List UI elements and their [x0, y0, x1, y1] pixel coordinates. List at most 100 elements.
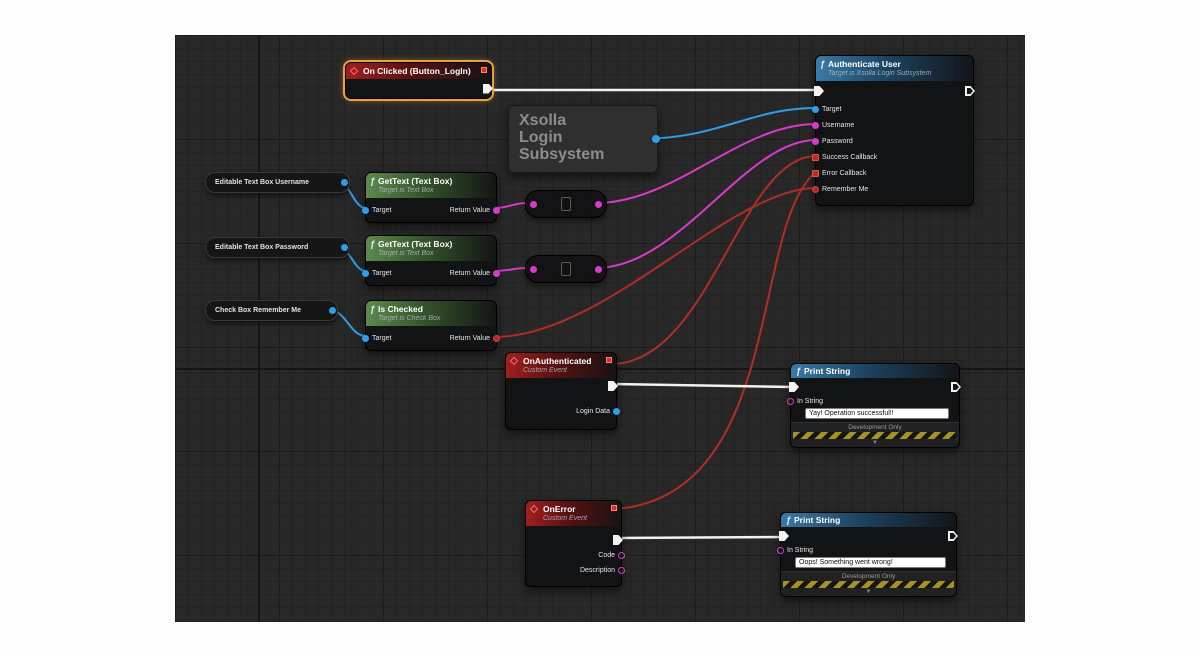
delegate-pin[interactable] — [481, 67, 487, 73]
xsolla-login-subsystem-node[interactable]: Xsolla Login Subsystem — [508, 105, 660, 173]
exec-in-pin[interactable] — [789, 382, 799, 392]
target-pin[interactable] — [362, 206, 369, 214]
convert-icon — [561, 197, 571, 211]
login-data-pin[interactable] — [613, 408, 620, 415]
gettext-username-node[interactable]: ƒ GetText (Text Box) Target is Text Box … — [362, 172, 500, 223]
editable-textbox-password-pill[interactable]: Editable Text Box Password — [205, 237, 350, 258]
wire-exec-onauthenticated-to-print — [610, 382, 794, 389]
node-title: GetText (Text Box) — [378, 176, 453, 186]
pin-label: Target — [372, 269, 392, 277]
exec-out-pin[interactable] — [965, 86, 975, 96]
hazard-stripes — [793, 432, 957, 439]
function-icon: ƒ — [796, 366, 802, 376]
event-icon — [349, 66, 359, 76]
in-string-value[interactable]: Yay! Operation successful!! — [805, 408, 949, 419]
collapse-arrow-icon[interactable]: ▼ — [872, 440, 878, 446]
node-subtitle: Custom Event — [523, 367, 567, 374]
node-header: ƒ GetText (Text Box) Target is Text Box — [366, 236, 496, 261]
pin-label: Description — [579, 567, 615, 574]
exec-out-pin[interactable] — [483, 83, 493, 94]
return-value-pin[interactable] — [493, 206, 500, 214]
subsystem-output-pin[interactable] — [652, 135, 660, 143]
gettext-password-node[interactable]: ƒ GetText (Text Box) Target is Text Box … — [362, 235, 500, 286]
development-only-section: Development Only ▼ — [791, 422, 959, 447]
function-icon: ƒ — [370, 239, 376, 249]
return-value-pin[interactable] — [493, 334, 500, 342]
is-checked-node[interactable]: ƒ Is Checked Target is Check Box Target … — [362, 300, 500, 351]
function-icon: ƒ — [786, 515, 792, 525]
node-title: Authenticate User — [828, 59, 901, 69]
authenticate-user-node[interactable]: ƒ Authenticate User Target is Xsolla Log… — [812, 55, 975, 206]
output-pin[interactable] — [341, 179, 348, 186]
exec-out-pin[interactable] — [951, 382, 961, 392]
text-to-string-conversion-node[interactable] — [525, 255, 607, 283]
pin-label: In String — [797, 398, 824, 405]
username-pin[interactable] — [812, 121, 819, 129]
delegate-pin[interactable] — [611, 505, 617, 511]
exec-out-pin[interactable] — [948, 531, 958, 541]
in-string-value[interactable]: Oops! Something went wrong! — [795, 557, 946, 568]
delegate-pin[interactable] — [606, 357, 612, 363]
checkbox-remember-me-pill[interactable]: Check Box Remember Me — [205, 300, 338, 321]
password-pin[interactable] — [812, 137, 819, 145]
wire-onauthenticated-to-success-callback — [610, 155, 817, 365]
description-pin[interactable] — [618, 567, 625, 574]
node-title: Is Checked — [378, 304, 423, 314]
function-icon: ƒ — [370, 176, 376, 186]
target-pin[interactable] — [362, 269, 369, 277]
error-callback-pin[interactable] — [812, 169, 819, 177]
target-pin[interactable] — [362, 334, 369, 342]
pin-label: Error Callback — [822, 169, 867, 177]
print-string-error-node[interactable]: ƒ Print String In String Oops! Something… — [777, 512, 958, 597]
node-title: On Clicked (Button_LogIn) — [363, 66, 471, 76]
in-string-pin[interactable] — [777, 547, 784, 554]
pin-label: Username — [822, 121, 855, 129]
target-pin[interactable] — [812, 105, 819, 113]
success-callback-pin[interactable] — [812, 153, 819, 161]
blueprint-graph-canvas[interactable]: On Clicked (Button_LogIn) Xsolla Login S… — [175, 35, 1025, 622]
node-subtitle: Custom Event — [543, 515, 587, 522]
node-title: Print String — [794, 515, 841, 525]
grid-origin-vertical — [258, 35, 260, 622]
exec-in-pin[interactable] — [814, 86, 824, 96]
pin-label: Password — [822, 137, 853, 145]
collapse-arrow-icon[interactable]: ▼ — [865, 589, 872, 595]
wire-onerror-to-error-callback — [615, 171, 817, 510]
hazard-stripes — [783, 581, 954, 588]
output-pin[interactable] — [341, 244, 348, 251]
print-string-success-node[interactable]: ƒ Print String In String Yay! Operation … — [787, 363, 961, 448]
conversion-in-pin[interactable] — [530, 200, 537, 208]
pill-label: Editable Text Box Password — [215, 244, 309, 251]
convert-icon — [561, 262, 571, 276]
conversion-in-pin[interactable] — [530, 265, 537, 273]
exec-out-pin[interactable] — [608, 381, 618, 391]
subsystem-text-line: Subsystem — [519, 146, 605, 163]
node-header: ƒ Print String — [791, 364, 959, 378]
code-pin[interactable] — [618, 552, 625, 559]
subsystem-text-line: Login — [519, 129, 563, 146]
output-pin[interactable] — [329, 307, 336, 314]
node-header: ƒ Print String — [781, 513, 956, 527]
on-error-event-node[interactable]: OnError Custom Event Code Description — [525, 500, 625, 587]
conversion-out-pin[interactable] — [595, 200, 602, 208]
node-subtitle: Target is Text Box — [378, 187, 434, 194]
in-string-pin[interactable] — [787, 398, 794, 405]
function-icon: ƒ — [370, 304, 376, 314]
remember-me-pin[interactable] — [812, 185, 819, 193]
pin-label: Return Value — [449, 269, 490, 277]
node-title: OnAuthenticated — [523, 356, 592, 366]
return-value-pin[interactable] — [493, 269, 500, 277]
exec-in-pin[interactable] — [779, 531, 789, 541]
on-clicked-event-node[interactable]: On Clicked (Button_LogIn) — [343, 60, 494, 101]
node-subtitle: Target is Check Box — [378, 315, 441, 322]
pin-label: Remember Me — [822, 185, 869, 193]
editable-textbox-username-pill[interactable]: Editable Text Box Username — [205, 172, 350, 193]
text-to-string-conversion-node[interactable] — [525, 190, 607, 218]
pin-label: Login Data — [576, 408, 610, 415]
pin-label: Target — [372, 206, 392, 214]
exec-out-pin[interactable] — [613, 535, 623, 545]
development-only-label: Development Only — [841, 573, 896, 580]
on-authenticated-event-node[interactable]: OnAuthenticated Custom Event Login Data — [505, 352, 620, 430]
conversion-out-pin[interactable] — [595, 265, 602, 273]
